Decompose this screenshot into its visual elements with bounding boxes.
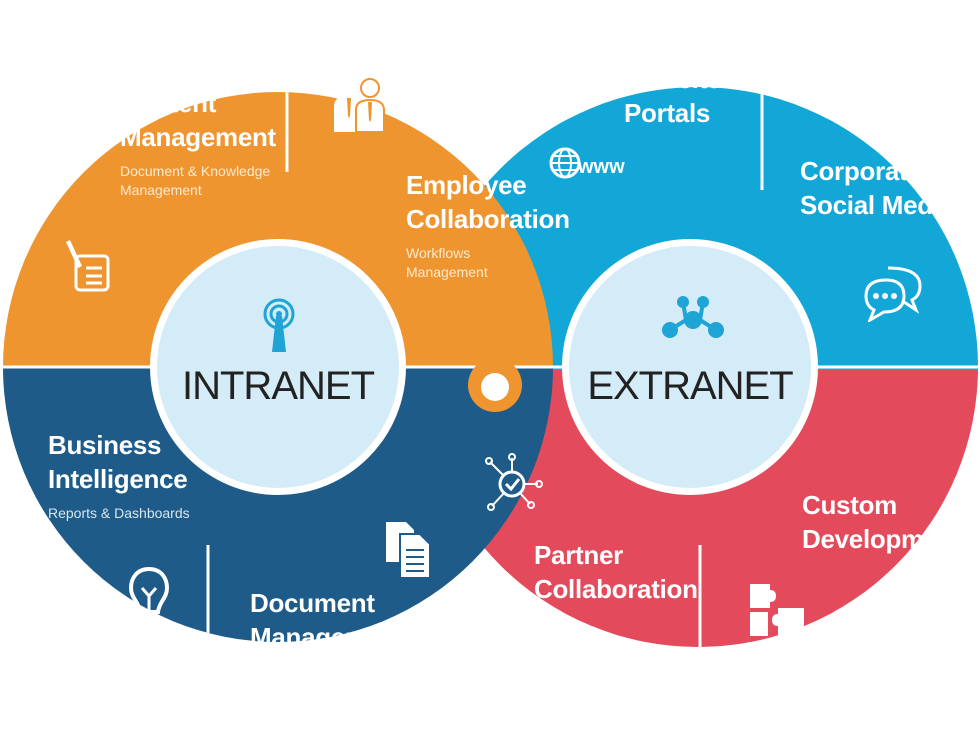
business-intelligence-title-line1: Business (48, 430, 162, 460)
business-intelligence-subtitle-line1: Reports & Dashboards (48, 505, 190, 521)
custom-development-title-line1: Custom (802, 490, 897, 520)
partner-collaboration-title: Partner Collaboration (534, 538, 698, 606)
employee-collaboration-title: Employee Collaboration (406, 168, 570, 236)
corporate-social-media-title: Corporate Social Media (800, 154, 954, 222)
content-management-subtitle-line1: Document & Knowledge (120, 163, 271, 179)
document-management-title-line2: Management (250, 622, 406, 652)
websites-portals-title-line2: Portals (624, 98, 711, 128)
lightbulb-icon (128, 566, 170, 629)
partner-collaboration-title-line2: Collaboration (534, 574, 698, 604)
employee-collaboration-subtitle-line2: Management (406, 264, 488, 280)
extranet-title: EXTRANET (587, 364, 793, 408)
team-people-icon (334, 75, 385, 133)
globe-icon (549, 147, 581, 179)
extranet-hub-fill (569, 246, 811, 488)
custom-development-title-line2: Development (802, 524, 962, 554)
document-management-title: Document Management (250, 586, 406, 654)
document-management-title-line1: Document (250, 588, 375, 618)
websites-portals-title-line1: Websites & (624, 64, 761, 94)
business-intelligence-title: Business Intelligence (48, 428, 188, 496)
puzzle-connector-inner (481, 373, 509, 401)
puzzle-pieces-icon (750, 584, 804, 636)
employee-collaboration-title-line2: Collaboration (406, 204, 570, 234)
websites-portals-title: Websites & Portals (624, 62, 761, 130)
business-intelligence-title-line2: Intelligence (48, 464, 188, 494)
broadcast-tower-icon (263, 298, 295, 352)
content-management-title-line1: Content (120, 88, 217, 118)
custom-development-title: Custom Development (802, 488, 962, 556)
corporate-social-media-title-line1: Corporate (800, 156, 922, 186)
globe-www-icon: www (548, 146, 638, 182)
documents-icon (386, 522, 431, 579)
content-management-title: Content Management (120, 86, 276, 154)
business-intelligence-subtitle: Reports & Dashboards (48, 504, 190, 523)
network-nodes-icon (662, 296, 724, 338)
content-management-subtitle-line2: Management (120, 182, 202, 198)
www-text: www (578, 156, 625, 178)
employee-collaboration-subtitle-line1: Workflows (406, 245, 471, 261)
chat-bubbles-icon (864, 266, 922, 322)
partner-collaboration-title-line1: Partner (534, 540, 623, 570)
target-network-icon (485, 453, 543, 511)
employee-collaboration-subtitle: Workflows Management (406, 244, 488, 282)
intranet-title: INTRANET (182, 364, 375, 408)
document-signature-icon (66, 240, 110, 292)
content-management-subtitle: Document & Knowledge Management (120, 162, 270, 200)
intranet-hub-fill (157, 246, 399, 488)
content-management-title-line2: Management (120, 122, 276, 152)
corporate-social-media-title-line2: Social Media (800, 190, 954, 220)
employee-collaboration-title-line1: Employee (406, 170, 527, 200)
